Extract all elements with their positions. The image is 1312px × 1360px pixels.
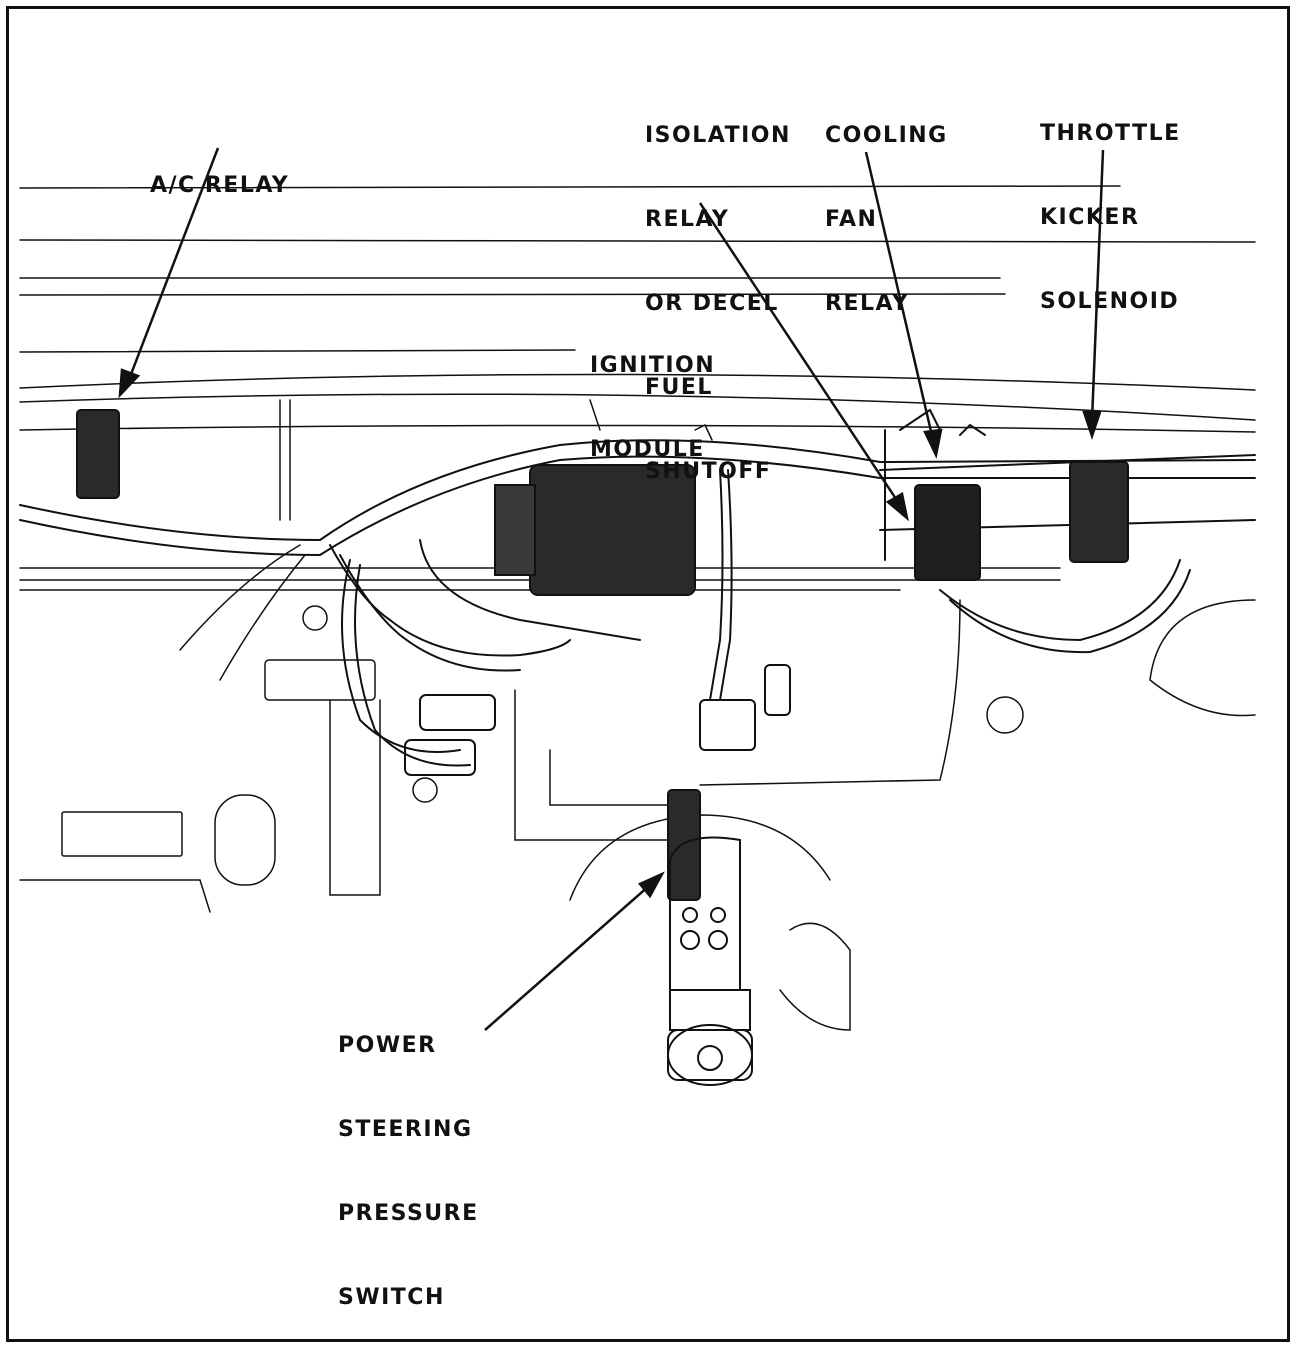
label-line: MODULE [590,437,705,462]
connectors [404,664,791,776]
label-line: SWITCH [338,1285,445,1310]
body-panels [19,399,1256,1031]
label-line: COOLING [825,123,948,148]
label-line: ISOLATION [645,123,791,148]
label-isolation-relay: ISOLATION RELAY OR DECEL FUEL SHUTOFF [645,66,791,514]
label-line: IGNITION [590,353,716,378]
label-line: SOLENOID [1040,289,1180,314]
ac-relay-body [76,409,120,499]
label-line: THROTTLE [1040,121,1181,146]
label-line: RELAY [645,207,730,232]
label-line: FUEL [645,375,713,400]
label-power-steering-switch: POWER STEERING PRESSURE SWITCH [338,976,479,1340]
throttle-kicker-body [1069,461,1129,563]
label-ac-relay: A/C RELAY [150,116,289,228]
label-line: KICKER [1040,205,1140,230]
label-line: A/C RELAY [150,173,290,198]
label-line: PRESSURE [338,1201,479,1226]
label-line: SHUTOFF [645,459,772,484]
label-line: RELAY [825,291,910,316]
label-line: OR DECEL [645,291,779,316]
diagram-frame [6,6,1290,1342]
label-ignition-module: IGNITION MODULE [590,296,715,492]
label-line: STEERING [338,1117,473,1142]
ignition-module [494,464,696,596]
label-line: FAN [825,207,878,232]
label-cooling-fan-relay: COOLING FAN RELAY [825,66,948,346]
label-line: POWER [338,1033,437,1058]
wiring-harness [19,439,1256,767]
label-throttle-kicker: THROTTLE KICKER SOLENOID [1040,64,1181,344]
cooling-fan-relay-body [914,484,981,581]
leader-arrows [118,147,1105,1031]
power-steering-pump [667,789,753,1086]
